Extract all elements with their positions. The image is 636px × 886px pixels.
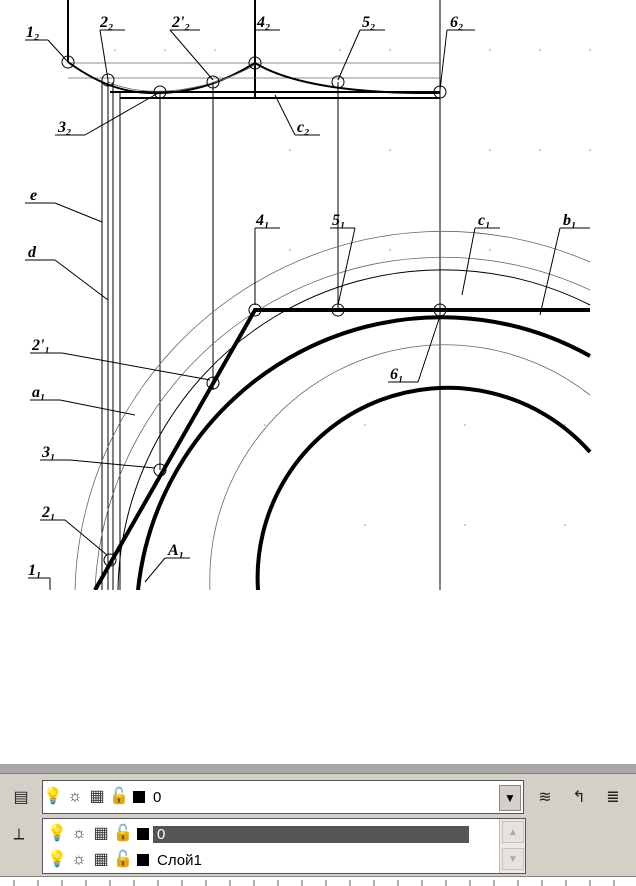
lightbulb-icon: 💡 [47,851,67,868]
label-4-2: 4₂ [256,14,271,31]
sun-icon: ☼ [71,825,87,842]
viewport-freeze-icon: ▦ [93,851,109,868]
layer-name: 0 [153,825,469,843]
label-c-1: c₁ [478,212,491,229]
toolbar-border [0,764,636,774]
label-A-1: A₁ [167,542,184,559]
cad-drawing[interactable]: 1₂ 2₂ 2'₂ 4₂ 5₂ 6₂ 3₂ c₂ e d 4₁ 5₁ c₁ b₁… [0,0,636,590]
list-item-layer-1[interactable]: 💡 ☼ ▦ 🔓 Слой1 [43,847,499,873]
list-scrollbar[interactable]: ▲ ▼ [499,819,525,873]
label-4-1: 4₁ [255,212,270,229]
layer-name: Слой1 [157,851,202,869]
ruler-ticks [13,880,615,886]
label-1-2: 1₂ [26,24,40,41]
list-item-layer-0[interactable]: 💡 ☼ ▦ 🔓 0 [43,821,499,847]
viewport-freeze-icon: ▦ [89,788,105,805]
scroll-down-icon[interactable]: ▼ [502,848,524,870]
lock-icon: 🔓 [109,788,129,805]
label-d: d [28,244,37,261]
layer-toolbar: ▤ 💡 ☼ ▦ 🔓 0 ▼ ≋ ↰ ≣ ⟂ 💡 ☼ ▦ 🔓 0 💡 ☼ ▦ 🔓 … [0,764,636,886]
top-curve-2 [107,64,256,92]
layer-states-icon[interactable]: ≋ [538,789,552,806]
scroll-up-icon[interactable]: ▲ [502,821,524,843]
top-view-frame [67,0,441,99]
properties-icon[interactable]: ⟂ [13,826,25,843]
label-b-1: b₁ [563,212,577,229]
current-layer-name: 0 [153,788,162,806]
ruler [0,876,636,886]
viewport-freeze-icon: ▦ [93,825,109,842]
layer-previous-icon[interactable]: ↰ [572,789,586,806]
label-2p-2: 2'₂ [171,14,190,31]
layer-dropdown-list[interactable]: 💡 ☼ ▦ 🔓 0 💡 ☼ ▦ 🔓 Слой1 ▲ ▼ [42,818,526,874]
label-2p-1: 2'₁ [31,337,50,354]
label-c-2: c₂ [297,119,310,136]
label-1-1: 1₁ [28,562,42,579]
label-a-1: a₁ [32,384,46,401]
label-2-1: 2₁ [41,504,56,521]
labels: 1₂ 2₂ 2'₂ 4₂ 5₂ 6₂ 3₂ c₂ e d 4₁ 5₁ c₁ b₁… [26,14,577,579]
label-e: e [30,187,37,204]
leaders [25,29,590,590]
lock-icon: 🔓 [113,825,133,842]
grid [114,49,591,526]
lightbulb-icon: 💡 [43,788,63,805]
layer-manager-icon[interactable]: ▤ [13,789,29,806]
chevron-down-icon[interactable]: ▼ [499,785,521,811]
lock-icon: 🔓 [113,851,133,868]
layer-combo[interactable]: 💡 ☼ ▦ 🔓 0 ▼ [42,780,524,814]
label-5-2: 5₂ [362,14,376,31]
points [61,55,447,567]
lightbulb-icon: 💡 [47,825,67,842]
circles [74,230,592,590]
label-6-1: 6₁ [390,366,404,383]
sun-icon: ☼ [67,788,83,805]
color-swatch-icon [133,791,145,803]
label-6-2: 6₂ [450,14,464,31]
sun-icon: ☼ [71,851,87,868]
layer-match-icon[interactable]: ≣ [606,789,620,806]
projection-lines [101,80,441,590]
label-3-2: 3₂ [57,119,72,136]
color-swatch-icon [137,828,149,840]
layer-tools: ≋ ↰ ≣ [530,782,628,812]
section-line [93,308,590,590]
color-swatch-icon [137,854,149,866]
label-3-1: 3₁ [41,444,56,461]
label-5-1: 5₁ [332,212,346,229]
label-2-2: 2₂ [99,14,114,31]
